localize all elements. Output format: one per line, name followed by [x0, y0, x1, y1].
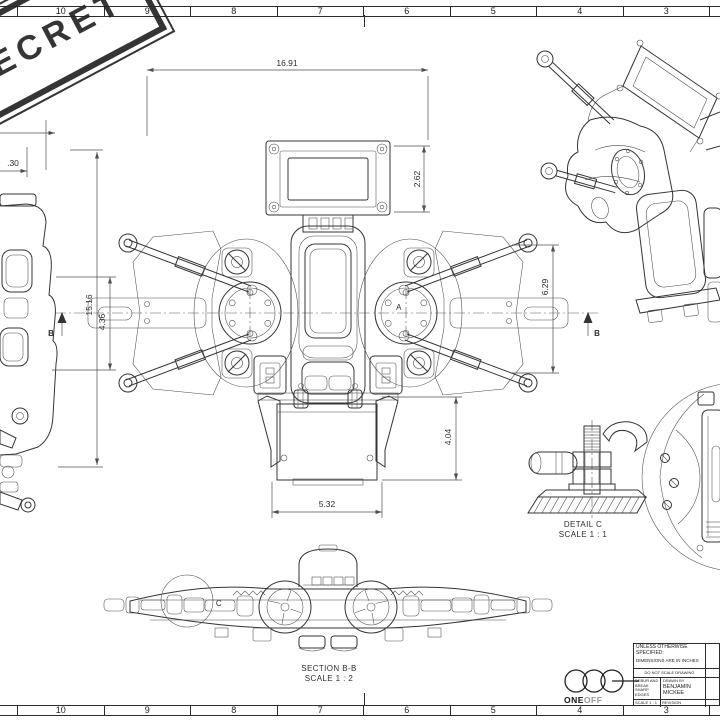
- dimensions: 16.91 2.62 .30 15.16 4.36: [0, 58, 600, 518]
- section-arrow-right-label: B: [594, 329, 600, 338]
- zone-number: 3: [624, 7, 710, 16]
- zone-number: 6: [364, 7, 451, 16]
- zone-number: 9: [105, 7, 191, 16]
- fold-tick: [364, 15, 365, 27]
- zone-number: 9: [105, 706, 191, 715]
- fold-tick: [364, 693, 365, 705]
- no-scale-note: DO NOT SCALE DRAWING: [634, 669, 706, 678]
- title-block: UNLESS OTHERWISE SPECIFIED: DIMENSIONS A…: [633, 643, 720, 707]
- dim-display-height: 2.62: [412, 170, 422, 187]
- revision-cell: REVISION: [661, 700, 706, 707]
- top-view: A: [55, 140, 598, 486]
- logo-oneoff: ONEOFF········: [562, 666, 640, 710]
- title-block-cut-cell: [706, 700, 720, 707]
- dim-arm-spread: 6.29: [540, 278, 550, 295]
- title-block-cut-cell: [706, 644, 720, 669]
- section-arrow-left-label: B: [48, 329, 54, 338]
- drawn-by-cell: DRAWN BY BENJAMIN MICKEE: [661, 678, 706, 700]
- logo-text: ONEOFF········: [564, 695, 622, 705]
- zone-number: 3: [624, 706, 710, 715]
- scale-cell: SCALE 1 : 1: [634, 700, 661, 707]
- zone-ruler-bottom: 10 9 8 7 6 5 4 3: [0, 705, 720, 716]
- zone-ruler-top: 10 9 8 7 6 5 4 3: [0, 6, 720, 17]
- dim-overall-length: 15.16: [84, 294, 94, 316]
- section-bb-view: C SECTION B-B SCALE 1 : 2: [103, 544, 553, 683]
- zone-number: 10: [18, 7, 105, 16]
- zone-cell: [0, 7, 18, 16]
- detail-right-view: [641, 384, 720, 570]
- zone-cell: [0, 706, 18, 715]
- dim-side-height: 4.36: [97, 313, 107, 330]
- detail-view-scale: SCALE 1 : 1: [559, 530, 608, 539]
- zone-number: 8: [191, 7, 278, 16]
- zone-number: 4: [537, 706, 624, 715]
- dim-battery-height: 4.04: [443, 428, 453, 445]
- zone-number: 5: [451, 706, 537, 715]
- dim-battery-width: 5.32: [319, 499, 336, 509]
- section-view-scale: SCALE 1 : 2: [305, 674, 354, 683]
- zone-number: 10: [18, 706, 105, 715]
- iso-view: [536, 39, 720, 323]
- dim-overall-width: 16.91: [276, 58, 298, 68]
- zone-number: 7: [278, 706, 364, 715]
- logo-circles: [564, 669, 639, 693]
- zone-number: 7: [278, 7, 364, 16]
- zone-number: 4: [537, 7, 624, 16]
- side-view-left: [0, 193, 58, 513]
- title-block-cut-cell: [706, 669, 720, 678]
- title-block-cut-cell: [706, 678, 720, 700]
- units-note: DIMENSIONS ARE IN INCHES: [636, 658, 699, 664]
- zone-number: 8: [191, 706, 278, 715]
- zone-number: 6: [364, 706, 451, 715]
- detail-c-view: DETAIL C SCALE 1 : 1: [527, 420, 648, 539]
- title-block-spec-cell: UNLESS OTHERWISE SPECIFIED: DIMENSIONS A…: [634, 644, 706, 669]
- zone-number: 5: [451, 7, 537, 16]
- datum-a-label: A: [396, 303, 402, 312]
- section-view-title: SECTION B-B: [301, 664, 357, 673]
- detail-view-title: DETAIL C: [564, 520, 602, 529]
- detail-circle-label: C: [216, 599, 222, 608]
- dim-edge-offset: .30: [7, 158, 19, 168]
- debur-note: DEBUR AND BREAK SHARP EDGES: [634, 678, 661, 700]
- drawn-by-label: DRAWN BY: [663, 678, 685, 683]
